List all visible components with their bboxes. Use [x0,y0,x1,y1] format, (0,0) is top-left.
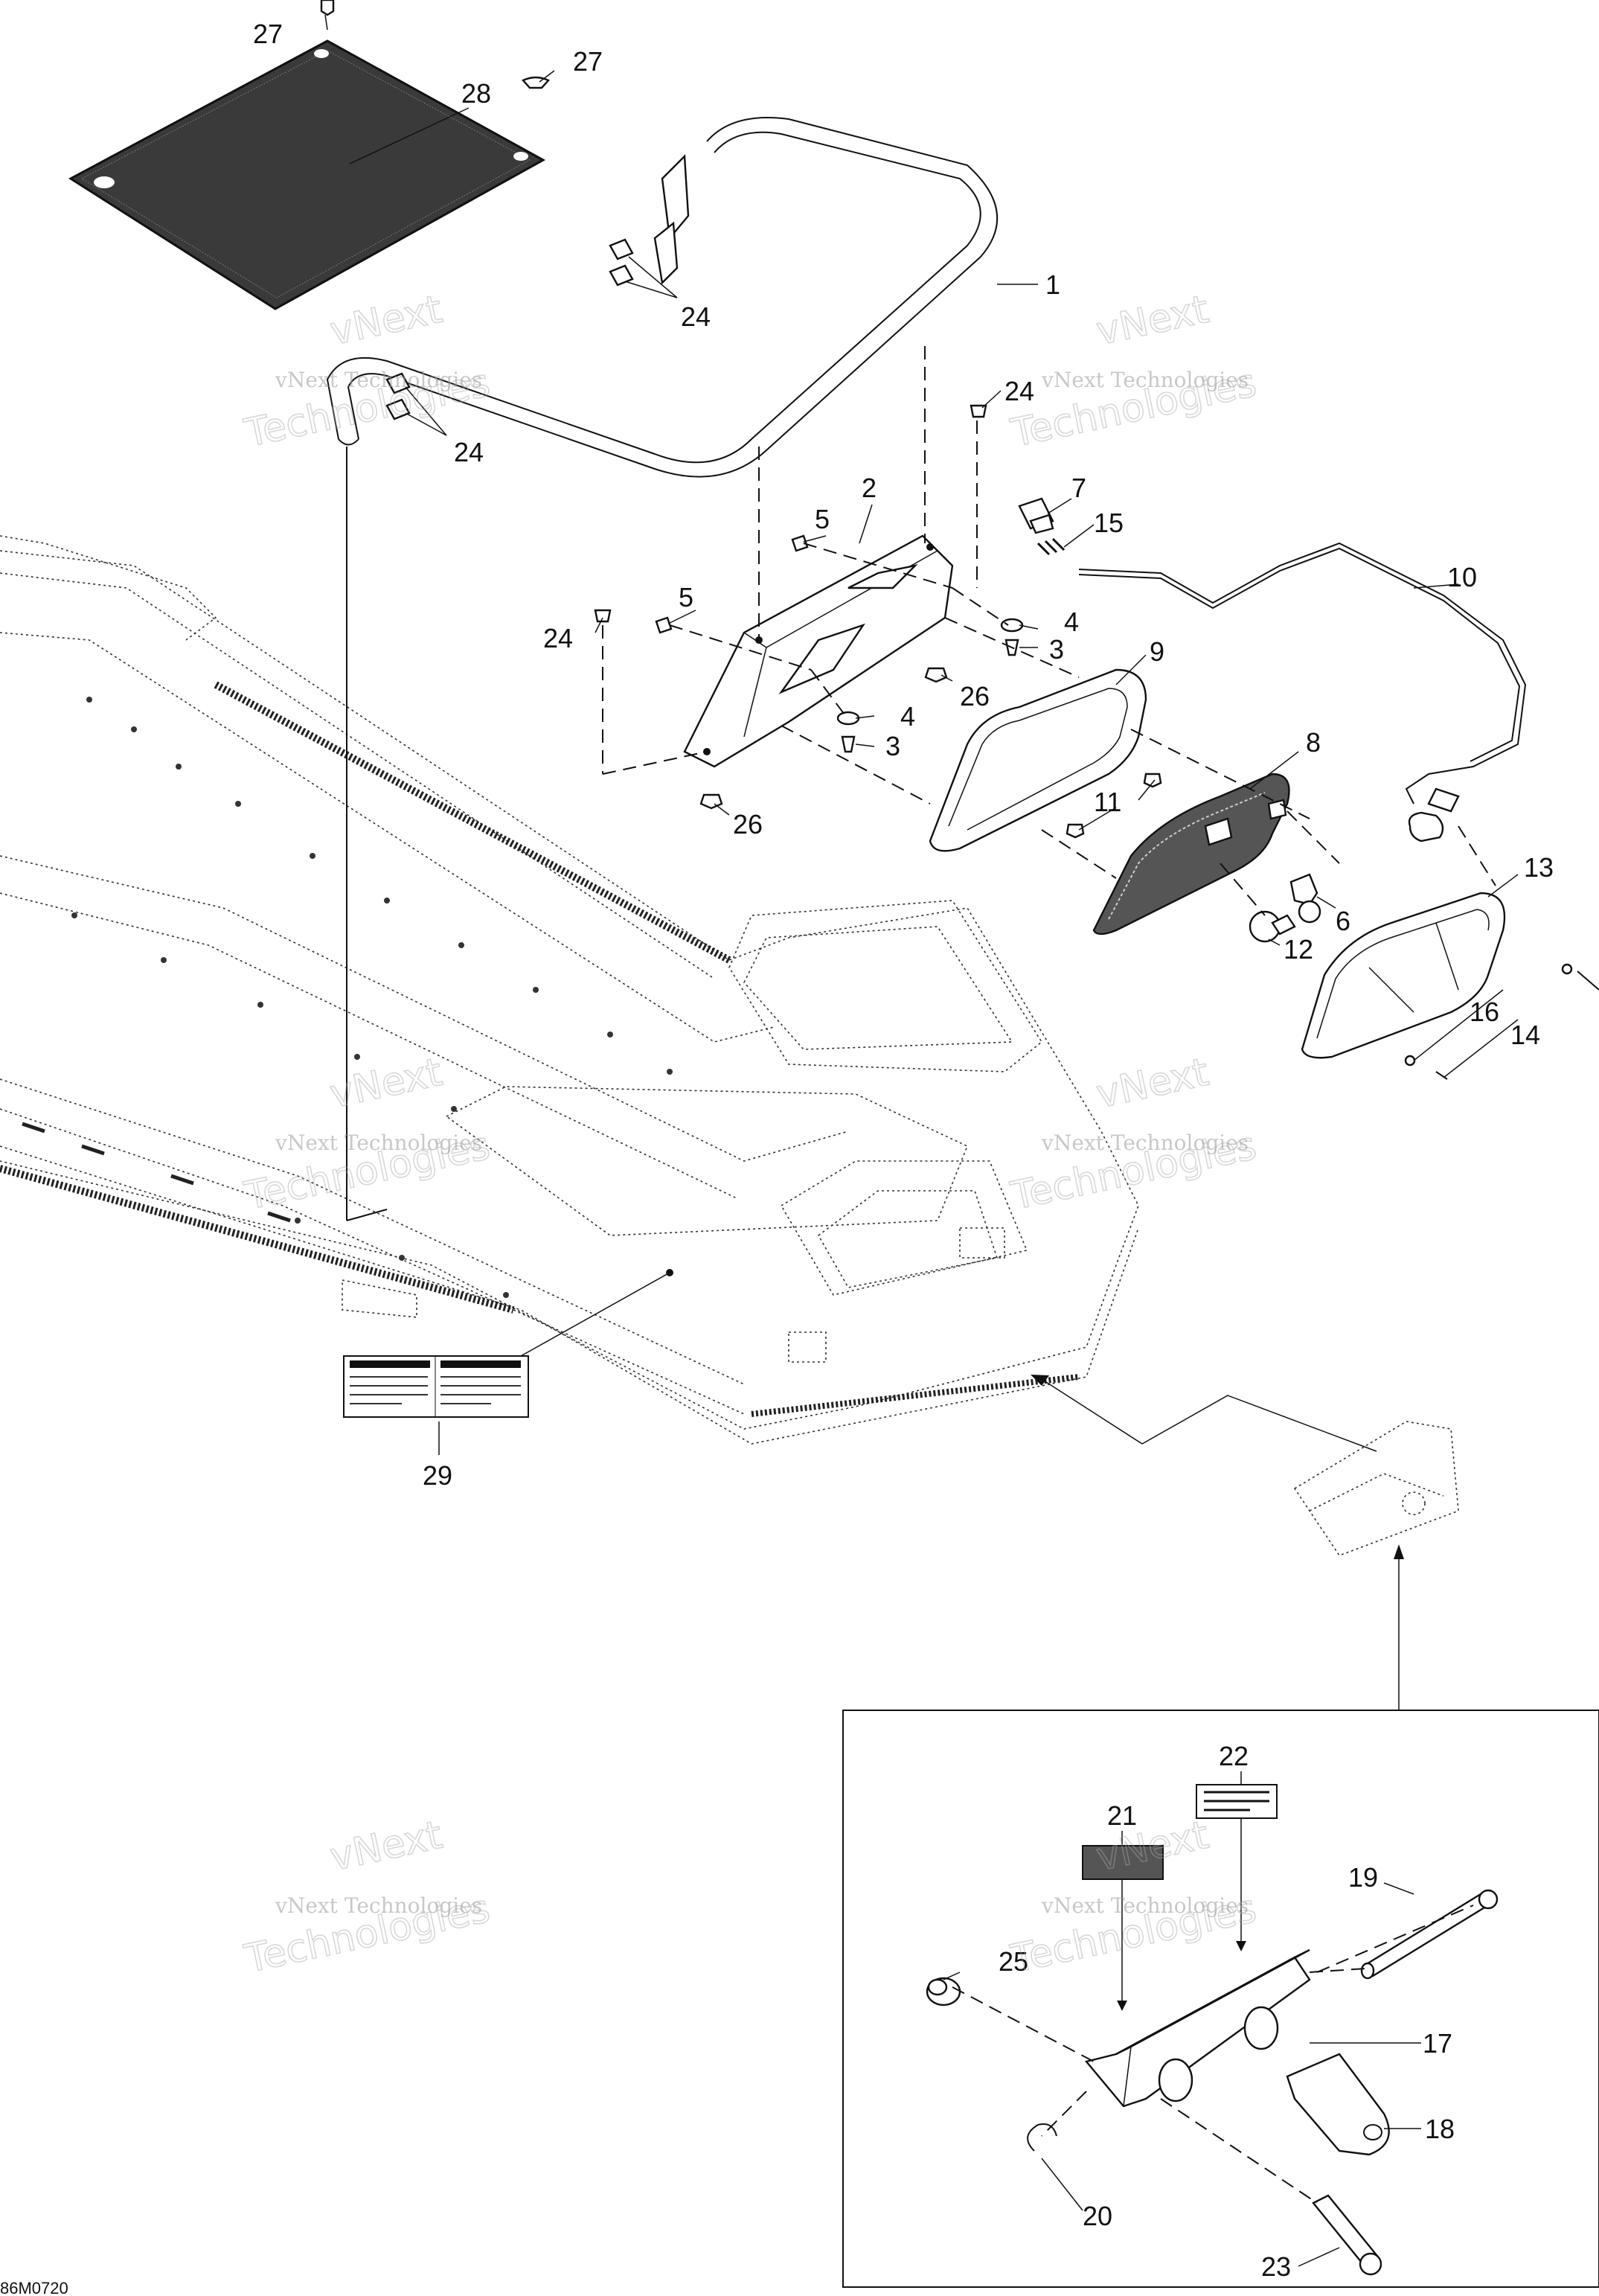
callout-6: 6 [1336,906,1350,936]
watermark-1: vNext vNext Technologies Technologies [240,287,495,457]
watermark-caption: vNext Technologies [1041,1131,1249,1155]
drawing-code: 86M0720 [0,2279,68,2296]
watermark-2: vNext vNext Technologies Technologies [1007,287,1261,457]
callout-24c: 24 [1004,376,1034,406]
callout-13: 13 [1524,852,1554,883]
callout-26a: 26 [960,681,990,711]
callout-11: 11 [1094,787,1121,817]
callout-19: 19 [1348,1862,1378,1893]
callout-16: 16 [1470,997,1499,1027]
callout-20: 20 [1083,2201,1112,2231]
callout-5a: 5 [815,504,830,534]
grab-bar-part-1 [326,117,999,478]
callout-8: 8 [1306,727,1321,758]
light-housing-part-9 [929,668,1147,852]
callout-3a: 3 [1049,634,1064,665]
callout-numbers: 27 27 28 1 24 24 24 24 2 5 5 7 15 10 4 3… [253,19,1554,2282]
callout-28: 28 [461,78,491,109]
callout-25: 25 [999,1946,1028,1977]
watermark-caption: vNext Technologies [1041,368,1249,392]
watermark-vnext: vNext [326,1050,446,1117]
callout-5b: 5 [679,582,693,613]
callout-22: 22 [1219,1741,1249,1771]
callout-21: 21 [1107,1800,1137,1831]
callout-24d: 24 [543,623,573,653]
watermark-vnext: vNext [1092,1050,1212,1117]
hitch-thumbnail [1293,1421,1459,1556]
watermark-caption: vNext Technologies [1041,1893,1249,1918]
small-parts [1018,497,1321,943]
assembly-lines [602,346,1496,2204]
watermark-6: vNext vNext Technologies Technologies [1007,1812,1261,1983]
bracket-part-2 [683,534,954,768]
hitch-parts [926,1784,1499,2276]
callout-27a: 27 [253,19,283,49]
watermark-caption: vNext Technologies [275,368,482,392]
callout-27b: 27 [573,46,603,77]
callout-14: 14 [1510,1020,1540,1050]
watermark-3: vNext vNext Technologies Technologies [240,1049,495,1220]
watermark-caption: vNext Technologies [275,1893,482,1918]
fasteners [320,0,1599,1080]
callout-3b: 3 [885,731,900,761]
warning-label-part-29 [343,1355,529,1418]
callout-26b: 26 [733,809,763,840]
watermark-vnext: vNext [326,287,446,354]
callout-4b: 4 [900,701,915,732]
watermark-vnext: vNext [1092,287,1212,354]
inset-box [842,1710,1599,2288]
wiring-harness-part-10 [1078,542,1527,842]
callout-17: 17 [1423,2028,1452,2059]
callout-23: 23 [1261,2251,1291,2282]
callout-2: 2 [862,473,877,503]
watermark-vnext: vNext [326,1813,446,1880]
leader-lines [324,14,1519,2267]
callout-12: 12 [1284,934,1313,965]
callout-29: 29 [423,1460,452,1491]
callout-10: 10 [1447,562,1477,592]
callout-18: 18 [1425,2114,1455,2144]
chassis-outline [0,535,1139,1445]
callout-24a: 24 [681,301,711,332]
callout-24b: 24 [454,437,484,467]
watermark-caption: vNext Technologies [275,1131,482,1155]
lens-part-13 [1301,892,1506,1059]
callout-15: 15 [1094,508,1124,538]
callout-9: 9 [1150,636,1164,667]
watermark-5: vNext vNext Technologies Technologies [240,1812,495,1983]
callout-1: 1 [1045,269,1060,300]
mat-part-28 [68,39,546,310]
callout-4a: 4 [1064,607,1079,637]
watermark-4: vNext vNext Technologies Technologies [1007,1049,1261,1220]
light-body-part-8 [1092,773,1290,936]
callout-7: 7 [1071,473,1086,503]
